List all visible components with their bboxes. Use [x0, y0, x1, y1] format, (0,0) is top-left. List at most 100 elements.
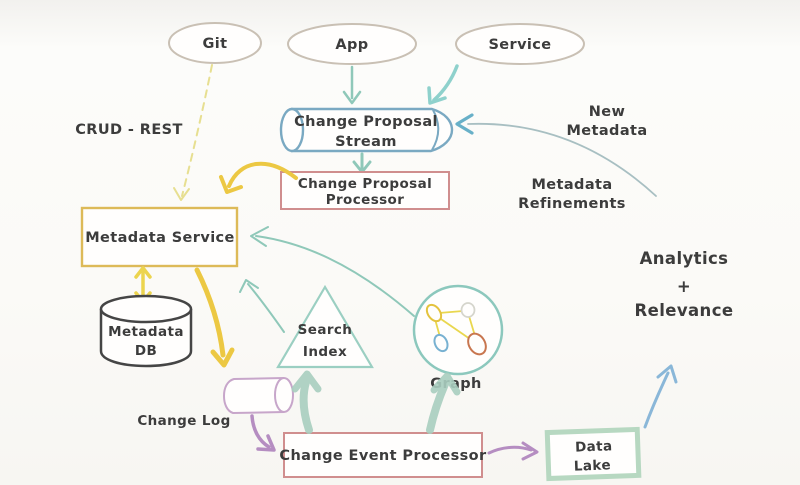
metadata-service-label: Metadata Service	[85, 230, 235, 246]
data-lake-label-2: Lake	[574, 457, 612, 474]
node-graph: Graph	[412, 284, 504, 392]
db-label-2: DB	[135, 343, 157, 359]
db-cylinder-cap	[99, 294, 193, 324]
arrow-cep-to-data-lake	[487, 441, 539, 461]
node-change-proposal-stream: Change Proposal Stream	[279, 107, 454, 153]
arrow-head	[342, 90, 362, 105]
arrow-head	[134, 266, 152, 279]
arrow-change-log-to-cep	[250, 414, 276, 452]
new-metadata-line-2: Metadata	[566, 123, 647, 139]
node-git: Git	[168, 22, 262, 64]
app-ellipse	[287, 23, 417, 65]
arrow-refinements-to-stream	[455, 113, 657, 197]
node-search-index: Search Index	[276, 284, 374, 369]
arrow-processor-to-metadata-service	[219, 161, 298, 194]
graph-node-gray	[460, 302, 476, 318]
arrow-git-to-metadata-service	[173, 64, 213, 201]
arrow-line	[227, 161, 298, 188]
arrow-line	[194, 267, 226, 358]
arrow-metadata-service-to-change-log	[194, 267, 235, 368]
node-metadata-db: Metadata DB	[99, 294, 193, 368]
arrow-line	[643, 371, 670, 429]
node-change-event-processor: Change Event Processor	[279, 432, 487, 478]
arrow-line	[181, 64, 213, 197]
change-log-label: Change Log	[137, 413, 230, 429]
data-lake-label-1: Data	[575, 438, 613, 455]
data-lake-box	[544, 426, 642, 482]
graph-edge	[437, 316, 471, 340]
arrow-line	[432, 64, 459, 102]
graph-node-blue	[433, 333, 449, 353]
arrow-head	[430, 372, 461, 396]
graph-node-yellow	[425, 303, 443, 323]
arrow-stream-to-processor	[352, 152, 372, 174]
analytics-line-2: +	[677, 277, 691, 296]
node-data-lake: Data Lake	[544, 426, 642, 482]
processor-box	[280, 171, 450, 210]
arrow-head	[219, 175, 243, 194]
service-label: Service	[488, 37, 551, 53]
node-service: Service	[455, 23, 585, 65]
git-label: Git	[202, 36, 227, 52]
annotation-new-metadata: New Metadata	[566, 104, 647, 139]
processor-label-2: Processor	[326, 192, 405, 208]
arrow-line	[247, 283, 285, 333]
arrow-search-index-to-metadata-service	[239, 279, 285, 333]
cep-label: Change Event Processor	[279, 448, 487, 464]
refinements-line-1: Metadata	[531, 177, 612, 193]
search-index-triangle	[276, 284, 374, 369]
arrow-line	[299, 378, 313, 434]
app-label: App	[335, 37, 368, 53]
processor-label-1: Change Proposal	[298, 176, 432, 192]
arrow-line	[487, 445, 533, 455]
node-metadata-service: Metadata Service	[80, 206, 239, 268]
arrow-head	[256, 434, 276, 452]
node-change-proposal-processor: Change Proposal Processor	[280, 171, 450, 210]
annotation-analytics-relevance: Analytics + Relevance	[635, 249, 734, 320]
arrow-head	[291, 370, 322, 393]
graph-node-red	[467, 332, 487, 356]
arrow-head	[427, 86, 447, 105]
arrow-line	[467, 122, 657, 197]
stream-cylinder-end	[431, 109, 440, 151]
service-ellipse	[455, 23, 585, 65]
node-app: App	[287, 23, 417, 65]
git-ellipse	[168, 22, 262, 64]
db-cylinder-body	[99, 309, 193, 368]
arrow-head	[656, 364, 678, 384]
new-metadata-line-1: New	[589, 104, 626, 120]
arrow-head	[250, 226, 269, 247]
cep-box	[283, 432, 483, 478]
stream-cylinder-body	[290, 107, 454, 153]
annotation-crud-rest: CRUD - REST	[75, 122, 183, 138]
arrow-service-to-stream	[427, 64, 459, 105]
arrow-line	[426, 380, 449, 434]
stream-label-2: Stream	[335, 134, 397, 150]
arrow-cep-to-graph	[426, 372, 461, 434]
arrow-head	[521, 441, 539, 461]
change-log-body	[222, 377, 285, 415]
graph-edge	[438, 310, 464, 314]
stream-cylinder-cap	[279, 107, 305, 153]
arrow-head	[455, 113, 474, 135]
analytics-line-3: Relevance	[635, 301, 734, 320]
arrow-head	[210, 347, 235, 368]
arrow-graph-to-metadata-service	[250, 226, 415, 317]
search-index-label-1: Search	[298, 322, 353, 338]
change-log-cap	[274, 377, 294, 413]
metadata-service-box	[80, 206, 239, 268]
arrow-head	[173, 187, 190, 201]
analytics-line-1: Analytics	[640, 249, 729, 268]
refinements-line-2: Refinements	[518, 196, 626, 212]
arrow-head	[239, 279, 259, 293]
arrow-line	[255, 235, 415, 317]
arrow-cep-to-search-index	[291, 370, 322, 434]
arrow-line	[250, 414, 271, 449]
stream-label-1: Change Proposal	[294, 114, 438, 130]
arrow-data-lake-to-analytics	[643, 364, 678, 429]
arrow-app-to-stream	[342, 65, 362, 105]
search-index-label-2: Index	[303, 344, 347, 360]
db-label-1: Metadata	[108, 324, 184, 340]
